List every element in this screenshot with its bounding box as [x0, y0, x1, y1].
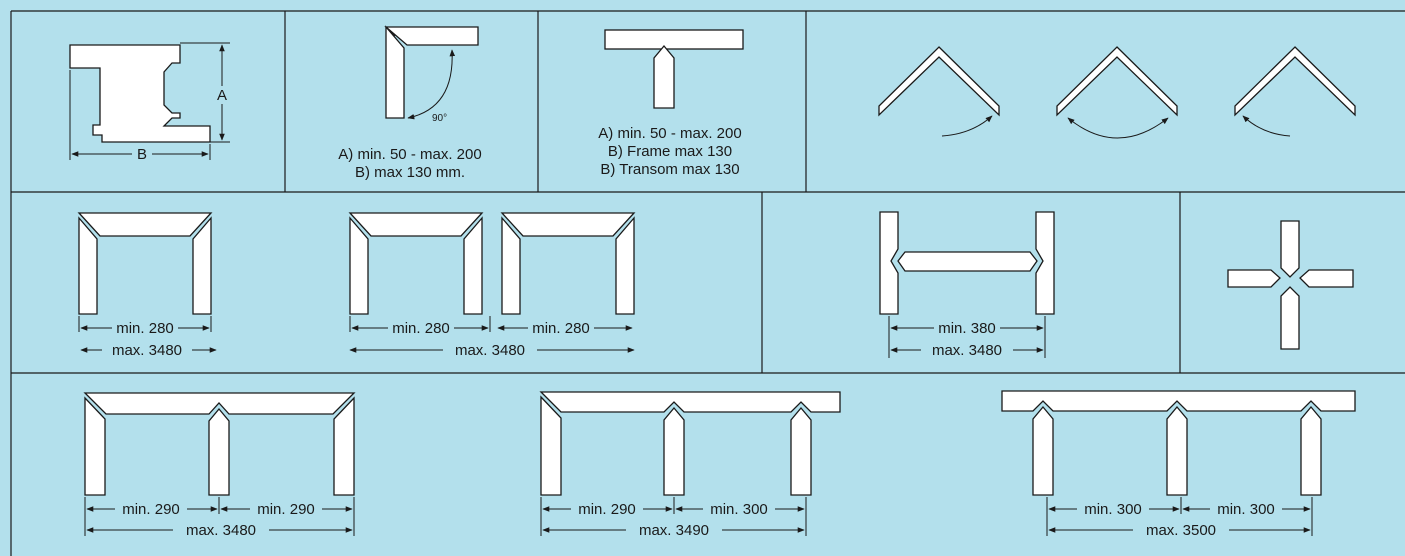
- cell2-spec-line2: B) max 130 mm.: [355, 164, 465, 181]
- frame-diagram-1: min. 280 max. 3480: [77, 212, 217, 359]
- frame5-max-label: max. 3500: [1146, 522, 1216, 539]
- frame4-max-label: max. 3490: [639, 522, 709, 539]
- frame2-min-right-label: min. 280: [532, 320, 590, 337]
- frame-diagram-3: min. 290 min. 290 max. 3480: [83, 392, 356, 539]
- frame-diagram-2: min. 280 min. 280 max. 3480: [348, 212, 636, 359]
- profile-section-diagram: A B: [69, 42, 232, 163]
- frame4-min-left-label: min. 290: [578, 501, 636, 518]
- frame5-min-left-label: min. 300: [1084, 501, 1142, 518]
- frame3-min-right-label: min. 290: [257, 501, 315, 518]
- cell3-spec-line3: B) Transom max 130: [600, 161, 739, 178]
- t-joint-diagram: A) min. 50 - max. 200 B) Frame max 130 B…: [598, 29, 744, 178]
- frame4-min-right-label: min. 300: [710, 501, 768, 518]
- frame5-min-right-label: min. 300: [1217, 501, 1275, 518]
- frame3-min-left-label: min. 290: [122, 501, 180, 518]
- h-joint-max-label: max. 3480: [932, 342, 1002, 359]
- dimension-label-b: B: [137, 146, 147, 163]
- h-joint-diagram: min. 380 max. 3480: [879, 211, 1055, 359]
- grid-lines: [10, 10, 1405, 556]
- cell2-spec-line1: A) min. 50 - max. 200: [338, 146, 481, 163]
- frame2-max-label: max. 3480: [455, 342, 525, 359]
- cell3-spec-line2: B) Frame max 130: [608, 143, 732, 160]
- cell3-spec-line1: A) min. 50 - max. 200: [598, 125, 741, 142]
- cross-joint-diagram: [1227, 220, 1354, 350]
- frame2-min-left-label: min. 280: [392, 320, 450, 337]
- frame-diagram-5: min. 300 min. 300 max. 3500: [1001, 390, 1356, 539]
- dimension-label-a: A: [217, 87, 227, 104]
- frame1-min-label: min. 280: [116, 320, 174, 337]
- frame-diagram-4: min. 290 min. 300 max. 3490: [539, 391, 841, 539]
- angle-joints-diagram: [878, 46, 1356, 139]
- angle-label: 90°: [432, 113, 447, 124]
- corner-joint-diagram: 90° A) min. 50 - max. 200 B) max 130 mm.: [338, 25, 482, 181]
- frame3-max-label: max. 3480: [186, 522, 256, 539]
- frame1-max-label: max. 3480: [112, 342, 182, 359]
- h-joint-min-label: min. 380: [938, 320, 996, 337]
